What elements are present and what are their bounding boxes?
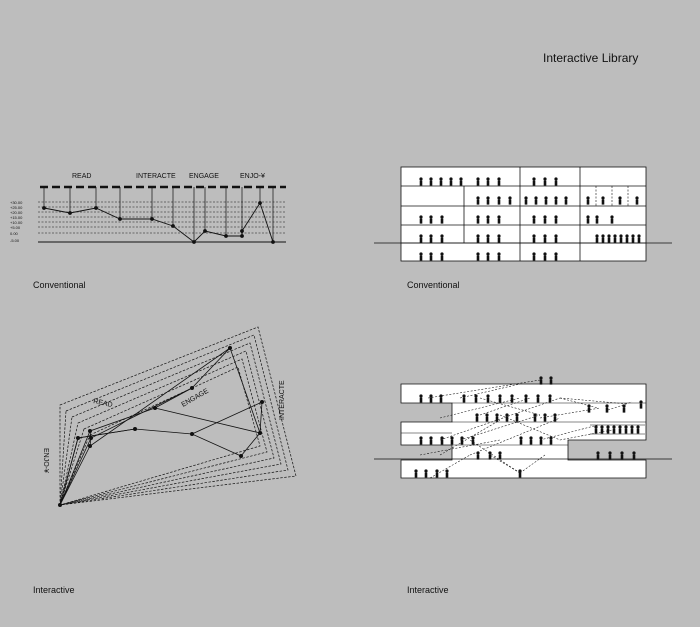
tick-label: -5.00 <box>10 238 20 243</box>
tick-label: +30.00 <box>10 200 23 205</box>
label-read: READ <box>93 398 113 409</box>
interactive-building-section <box>374 376 672 479</box>
conventional-building-section <box>374 166 672 262</box>
tick-label: 0.00 <box>10 231 19 236</box>
tick-label: +20.00 <box>10 210 23 215</box>
caption-conventional-diagram: Conventional <box>33 280 86 290</box>
label-engage: ENGAGE <box>181 388 211 409</box>
stage-label-enjoy: ENJO-¥ <box>240 173 265 180</box>
stage-label-read: READ <box>72 173 91 180</box>
label-enjoy: ENJO-¥ <box>42 448 49 473</box>
tick-label: +5.00 <box>10 225 21 230</box>
label-interacte: INTERACTE <box>279 380 286 420</box>
caption-conventional-section: Conventional <box>407 280 460 290</box>
tick-label: +10.00 <box>10 220 23 225</box>
tick-label: +15.00 <box>10 215 23 220</box>
caption-interactive-diagram: Interactive <box>33 585 75 595</box>
interactive-process-diagram: READ ENGAGE INTERACTE ENJO-¥ <box>42 326 297 507</box>
page-title: Interactive Library <box>543 51 639 65</box>
stage-label-engage: ENGAGE <box>189 173 219 180</box>
stage-label-interacte: INTERACTE <box>136 173 176 180</box>
tick-label: +25.00 <box>10 205 23 210</box>
caption-interactive-section: Interactive <box>407 585 449 595</box>
conventional-process-diagram: READ INTERACTE ENGAGE ENJO-¥ +30.00 +25.… <box>10 173 286 244</box>
